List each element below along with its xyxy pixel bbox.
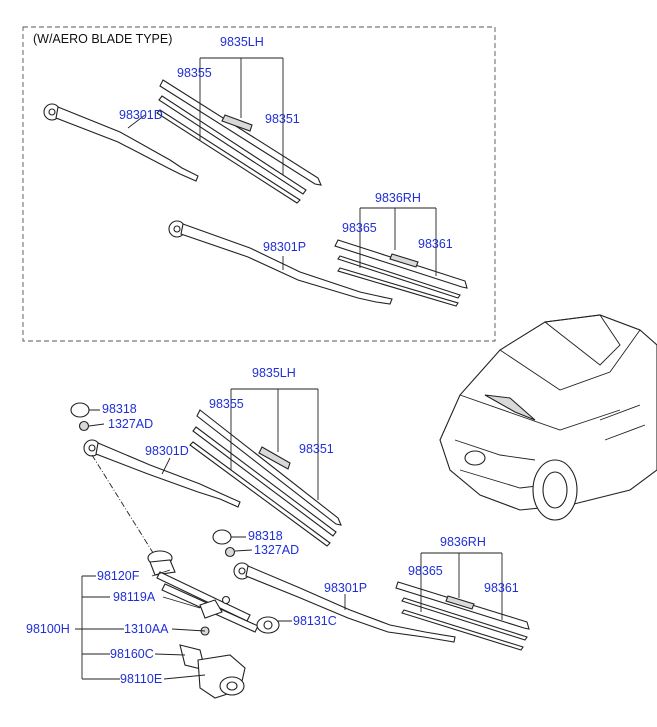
lower-rh-insert-label: 98361 xyxy=(484,581,519,595)
upper-rh-rubber-label: 98365 xyxy=(342,221,377,235)
lower-lh-arm-leader xyxy=(161,457,171,475)
lower-centerline xyxy=(91,454,156,557)
upper-lh-rubber-label: 98355 xyxy=(177,66,212,80)
lower-lh-rubber-label: 98355 xyxy=(209,397,244,411)
upper-lh-arm-drawing xyxy=(43,103,199,182)
lower-rh-assembly-label: 9836RH xyxy=(440,535,486,549)
linkage-motor-drawing xyxy=(147,550,280,699)
upper-rh-bracket xyxy=(359,207,437,276)
upper-rh-insert-label: 98361 xyxy=(418,237,453,251)
upper-lh-arm-label: 98301D xyxy=(119,108,163,122)
car-illustration xyxy=(439,314,657,521)
bolt-label: 1310AA xyxy=(124,622,169,636)
link-rod-label: 98119A xyxy=(113,590,156,604)
linkage-bracket xyxy=(75,575,120,680)
lower-lh-arm-label: 98301D xyxy=(145,444,189,458)
upper-rh-assembly-label: 9836RH xyxy=(375,191,421,205)
lower-cap-mid-leader xyxy=(231,536,253,552)
lower-cap-top-leader xyxy=(88,409,105,427)
linkage-assembly-label: 98100H xyxy=(26,622,70,636)
motor-label: 98110E xyxy=(120,672,162,686)
aero-blade-title: (W/AERO BLADE TYPE) xyxy=(33,32,172,46)
upper-lh-bracket xyxy=(199,57,284,175)
upper-rh-arm-label: 98301P xyxy=(263,240,306,254)
lower-rh-rubber-label: 98365 xyxy=(408,564,443,578)
upper-lh-assembly-label: 9835LH xyxy=(220,35,264,49)
lower-cap-mid-label: 98318 xyxy=(248,529,283,543)
lower-lh-assembly-label: 9835LH xyxy=(252,366,296,380)
lower-lh-blade-drawing xyxy=(189,409,342,547)
lower-rh-blade-drawing xyxy=(395,581,530,651)
crank-arm-label: 98120F xyxy=(97,569,140,583)
upper-lh-insert-label: 98351 xyxy=(265,112,300,126)
bracket-label: 98160C xyxy=(110,647,154,661)
aero-blade-frame xyxy=(22,26,496,342)
lower-nut-mid-label: 1327AD xyxy=(254,543,299,557)
lower-lh-arm-drawing xyxy=(83,439,241,508)
lower-rh-arm-drawing xyxy=(233,562,456,643)
lower-rh-arm-label: 98301P xyxy=(324,581,367,595)
upper-lh-blade-drawing xyxy=(156,79,322,204)
upper-rh-arm-drawing xyxy=(168,220,393,305)
lower-cap-top-drawing xyxy=(70,402,90,432)
lower-cap-top-label: 98318 xyxy=(102,402,137,416)
pivot-label: 98131C xyxy=(293,614,337,628)
upper-lh-arm-leader xyxy=(127,114,146,129)
lower-nut-top-label: 1327AD xyxy=(108,417,153,431)
linkage-leaders xyxy=(151,569,292,680)
lower-rh-bracket xyxy=(420,552,503,620)
lower-lh-bracket xyxy=(230,388,319,500)
lower-cap-mid-drawing xyxy=(212,529,236,558)
upper-rh-blade-drawing xyxy=(334,239,468,307)
lower-lh-insert-label: 98351 xyxy=(299,442,334,456)
